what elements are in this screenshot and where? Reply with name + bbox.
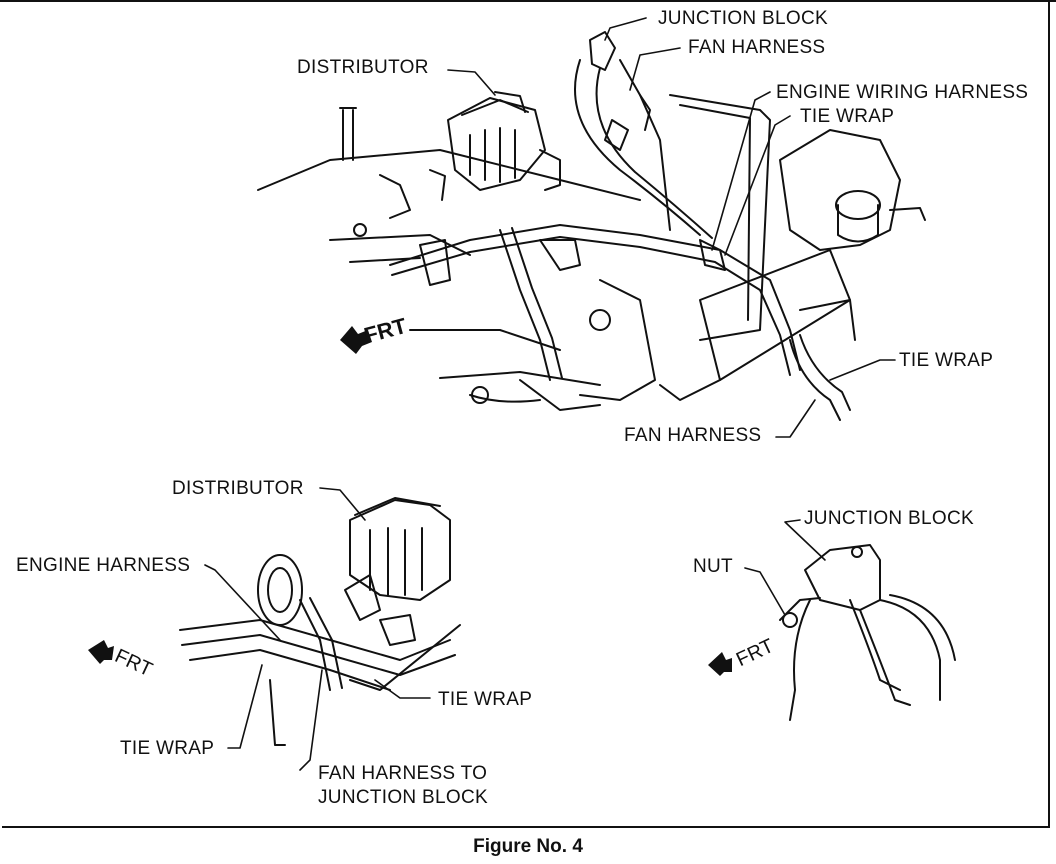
label-fan-harness-top: FAN HARNESS: [688, 37, 826, 58]
distributor-main-drawing: [447, 91, 561, 191]
right-components-drawing: [659, 94, 926, 421]
label-fan-harness-to-line1: FAN HARNESS TO: [318, 763, 488, 784]
label-distributor-detail: DISTRIBUTOR: [172, 478, 304, 499]
leader-lines-main: [447, 17, 896, 438]
frt-arrow-left: [88, 640, 114, 664]
frame-top-border: [0, 0, 1056, 2]
figure-frame: [2, 2, 1050, 828]
label-tie-wrap-right: TIE WRAP: [899, 350, 994, 371]
fan-harness-main-drawing: [574, 31, 713, 239]
detail-right-drawing: [779, 544, 956, 721]
label-distributor-main: DISTRIBUTOR: [297, 57, 429, 78]
label-tie-wrap-detail-right: TIE WRAP: [438, 689, 533, 710]
label-tie-wrap-detail-left: TIE WRAP: [120, 738, 215, 759]
engine-harness-main-drawing: [389, 224, 801, 381]
detail-left-drawing: [179, 497, 461, 746]
label-junction-block-main: JUNCTION BLOCK: [658, 8, 828, 29]
label-nut: NUT: [693, 556, 733, 577]
label-tie-wrap-top: TIE WRAP: [800, 106, 895, 127]
leader-lines-right: [744, 519, 826, 616]
label-fan-harness-bottom: FAN HARNESS: [624, 425, 762, 446]
leader-lines-left: [204, 487, 431, 771]
frt-arrow-main: [340, 326, 372, 354]
label-engine-wiring-harness: ENGINE WIRING HARNESS: [776, 82, 1029, 103]
engine-block-drawing: [257, 107, 656, 411]
label-fan-harness-to-line2: JUNCTION BLOCK: [318, 787, 488, 808]
label-junction-block-detail: JUNCTION BLOCK: [804, 508, 974, 529]
frt-arrow-right: [708, 652, 732, 676]
label-engine-harness: ENGINE HARNESS: [16, 555, 191, 576]
figure-caption: Figure No. 4: [473, 836, 583, 857]
